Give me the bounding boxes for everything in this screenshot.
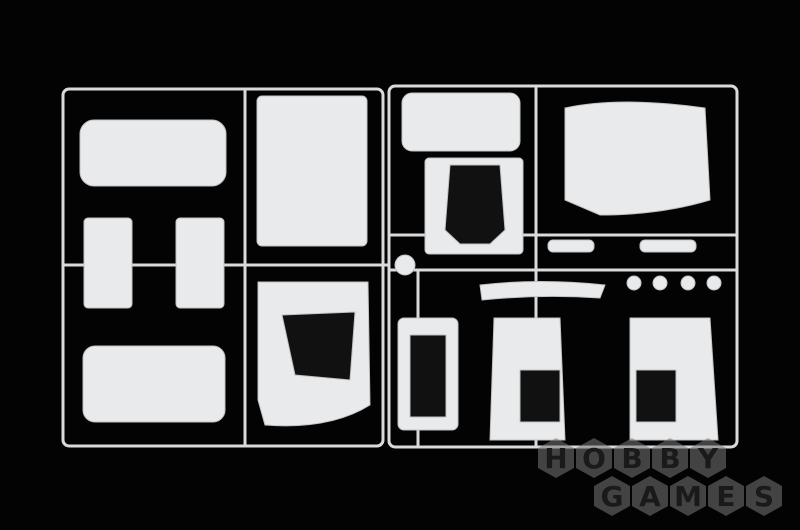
part-dash-cutout: [409, 334, 447, 418]
watermark-g: G: [594, 476, 630, 516]
watermark-y: Y: [690, 438, 726, 478]
part-tank-2: [82, 345, 226, 423]
watermark-a: A: [632, 476, 668, 516]
part-window-cutout: [281, 311, 356, 381]
watermark-o: O: [576, 438, 612, 478]
part-mirror-arm-1: [547, 239, 595, 253]
part-gate: [394, 254, 416, 276]
part-roof: [256, 95, 368, 247]
part-step-left: [83, 217, 133, 309]
watermark-s: S: [746, 476, 782, 516]
part-mirror-arm-2: [639, 239, 697, 253]
part-door-left-window: [519, 369, 561, 423]
part-door-right-window: [635, 369, 677, 423]
part-hood: [564, 101, 711, 216]
parts: [79, 92, 722, 441]
part-grille-opening: [444, 164, 506, 245]
watermark-e: E: [708, 476, 744, 516]
watermark-b1: B: [614, 438, 650, 478]
watermark-h: H: [538, 438, 574, 478]
left-sprue-frame: [61, 87, 385, 448]
part-visor: [401, 92, 521, 152]
part-bumper: [479, 281, 606, 301]
part-step-right: [175, 217, 225, 309]
watermark-m: M: [670, 476, 706, 516]
watermark-b2: B: [652, 438, 688, 478]
part-tank: [79, 119, 227, 187]
